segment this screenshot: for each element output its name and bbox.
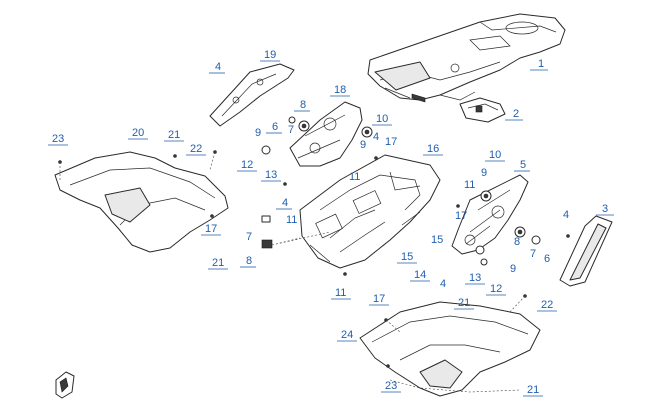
callout-8: 8 (300, 99, 306, 111)
callout-12: 12 (490, 283, 502, 295)
part-small-bracket (459, 97, 506, 123)
callout-9: 9 (481, 167, 487, 179)
callout-7: 7 (530, 248, 536, 260)
callout-20: 20 (132, 127, 144, 139)
callout-17: 17 (205, 223, 217, 235)
callout-1: 1 (538, 58, 544, 70)
callout-4: 4 (563, 209, 569, 221)
callout-4: 4 (440, 278, 446, 290)
part-storage-tray (299, 154, 441, 269)
callout-12: 12 (241, 159, 253, 171)
callout-13: 13 (265, 169, 277, 181)
part-rear-cover (367, 13, 566, 103)
part-lower-rear-cover (359, 301, 541, 397)
callout-5: 5 (520, 159, 526, 171)
part-side-panel-right (559, 215, 613, 287)
callout-7: 7 (288, 124, 294, 136)
part-center-bracket (289, 101, 363, 167)
brand-logo-icon (55, 371, 75, 399)
callout-23: 23 (52, 133, 64, 145)
callout-4: 4 (282, 197, 288, 209)
callout-8: 8 (246, 255, 252, 267)
callout-7: 7 (246, 231, 252, 243)
callout-labels: 1 2 3 4 4 4 4 4 5 6 6 7 7 7 8 8 8 9 9 9 … (48, 49, 614, 397)
callout-11: 11 (286, 214, 297, 226)
callout-2: 2 (513, 108, 519, 120)
callout-4: 4 (373, 131, 379, 143)
callout-15: 15 (431, 234, 443, 246)
part-right-bracket (451, 174, 529, 255)
callout-22: 22 (541, 299, 553, 311)
part-upper-plate (209, 63, 295, 127)
callout-21: 21 (168, 129, 180, 141)
callout-17: 17 (455, 210, 467, 222)
callout-10: 10 (489, 149, 501, 161)
callout-4: 4 (215, 61, 221, 73)
callout-6: 6 (272, 121, 278, 133)
callout-15: 15 (401, 251, 413, 263)
callout-11: 11 (349, 171, 360, 183)
callout-16: 16 (427, 143, 439, 155)
leader-lines (59, 151, 526, 393)
callout-9: 9 (360, 139, 366, 151)
callout-6: 6 (544, 253, 550, 265)
callout-17: 17 (385, 136, 397, 148)
callout-24: 24 (341, 329, 353, 341)
part-left-side-cover (54, 151, 229, 253)
callout-18: 18 (334, 84, 346, 96)
callout-22: 22 (190, 143, 202, 155)
callout-23: 23 (385, 380, 397, 392)
callout-19: 19 (264, 49, 276, 61)
callout-21: 21 (527, 384, 539, 396)
callout-9: 9 (510, 263, 516, 275)
callout-10: 10 (376, 113, 388, 125)
callout-13: 13 (469, 272, 481, 284)
callout-17: 17 (373, 293, 385, 305)
callout-11: 11 (335, 287, 346, 299)
callout-8: 8 (514, 236, 520, 248)
callout-21: 21 (212, 257, 224, 269)
callout-3: 3 (602, 203, 608, 215)
callout-14: 14 (414, 269, 426, 281)
callout-21: 21 (458, 297, 470, 309)
callout-9: 9 (255, 127, 261, 139)
callout-11: 11 (464, 179, 475, 191)
hardware-fasteners (58, 116, 570, 368)
